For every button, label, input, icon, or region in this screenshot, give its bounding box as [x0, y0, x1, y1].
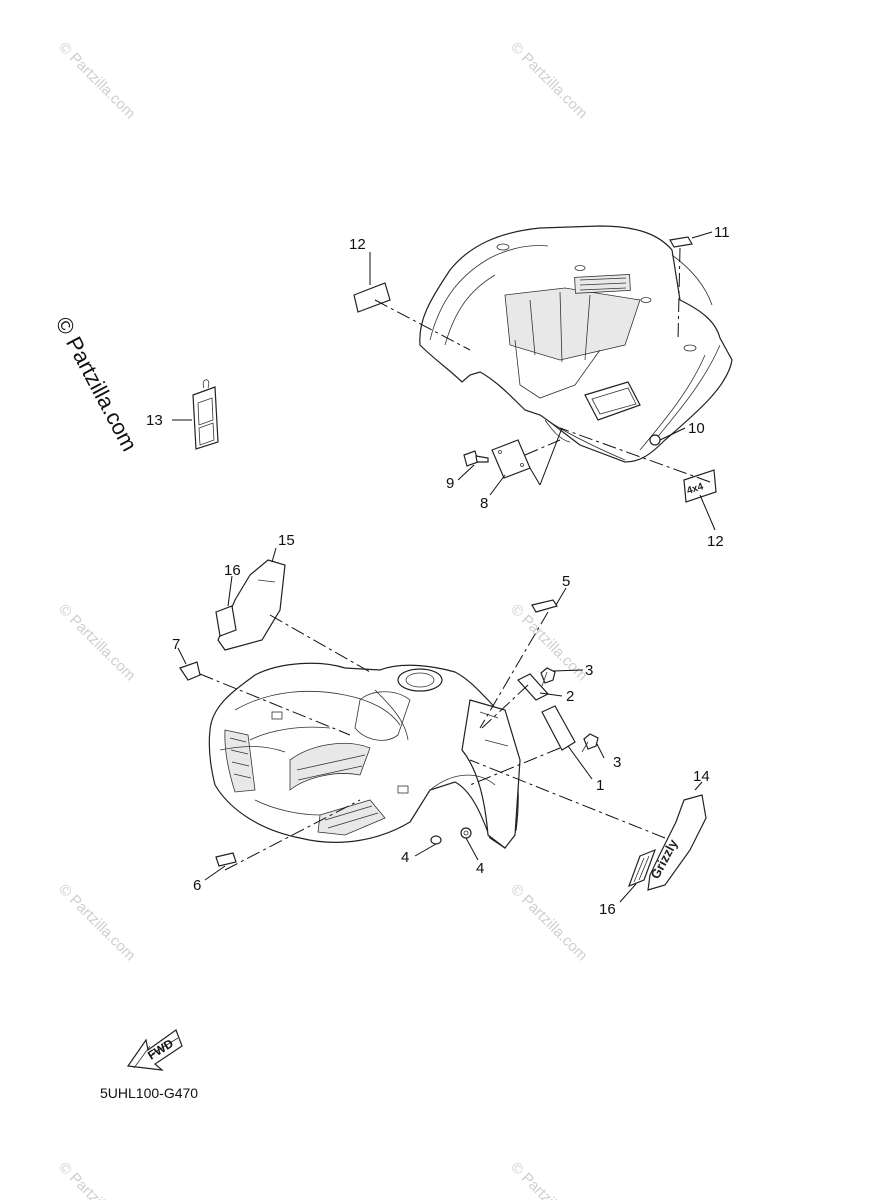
decal-4x4-text: 4x4 — [686, 481, 706, 497]
watermark: © Partzilla.com — [507, 1159, 590, 1200]
callout-9: 9 — [446, 475, 454, 492]
part-12-decal-left — [353, 282, 391, 313]
part-16-label-left — [215, 605, 237, 637]
part-14-brand-decal: Grizzly — [647, 794, 707, 891]
callout-16-left: 16 — [224, 562, 241, 579]
watermark: © Partzilla.com — [55, 601, 138, 684]
part-10-grommet — [649, 434, 661, 446]
callout-4-right: 4 — [476, 860, 484, 877]
callout-16-right: 16 — [599, 901, 616, 918]
watermark: © Partzilla.com — [55, 1159, 138, 1200]
front-leader-lines — [177, 547, 703, 903]
callout-15: 15 — [278, 532, 295, 549]
fwd-arrow: FWD — [126, 1029, 183, 1071]
part-3-bolt-upper — [540, 667, 556, 687]
part-13-tag — [192, 379, 219, 450]
part-7-emblem — [179, 661, 201, 681]
part-3-bolt-lower — [581, 733, 599, 753]
callout-12-right: 12 — [707, 533, 724, 550]
part-4-grommet-left — [430, 835, 442, 845]
part-8-plate — [491, 439, 531, 479]
part-16-label-right — [627, 848, 657, 888]
diagram-code: 5UHL100-G470 — [100, 1085, 198, 1101]
callout-14: 14 — [693, 768, 710, 785]
callout-3-lower: 3 — [613, 754, 621, 771]
watermark-layer: © Partzilla.com © Partzilla.com © Partzi… — [55, 39, 590, 1200]
part-6-decal — [215, 852, 237, 867]
callout-6: 6 — [193, 877, 201, 894]
callout-2: 2 — [566, 688, 574, 705]
part-11-decal — [669, 236, 693, 248]
callout-12-left: 12 — [349, 236, 366, 253]
callout-8: 8 — [480, 495, 488, 512]
callout-10: 10 — [688, 420, 705, 437]
callout-4-left: 4 — [401, 849, 409, 866]
callout-3-upper: 3 — [585, 662, 593, 679]
watermark: © Partzilla.com — [507, 881, 590, 964]
watermark: © Partzilla.com — [507, 39, 590, 122]
callout-7: 7 — [172, 636, 180, 653]
part-4-grommet-right — [460, 827, 472, 839]
watermark: © Partzilla.com — [55, 881, 138, 964]
part-5-decal — [531, 599, 558, 613]
callout-5: 5 — [562, 573, 570, 590]
callout-layer: 1 2 3 3 4 4 5 6 7 8 9 10 11 12 12 13 14 … — [146, 224, 730, 918]
part-1-cover — [541, 705, 576, 751]
callout-11: 11 — [714, 224, 730, 241]
part-9-rivet — [463, 450, 489, 467]
callout-13: 13 — [146, 412, 163, 429]
callout-1: 1 — [596, 777, 604, 794]
part-12-decal-4x4: 4x4 — [683, 469, 717, 503]
front-fender-illustration — [208, 662, 521, 849]
rear-leader-lines — [172, 231, 716, 531]
watermark: © Partzilla.com — [55, 39, 138, 122]
side-watermark: © Partzilla.com — [51, 313, 143, 456]
rear-fender-illustration — [419, 225, 733, 463]
